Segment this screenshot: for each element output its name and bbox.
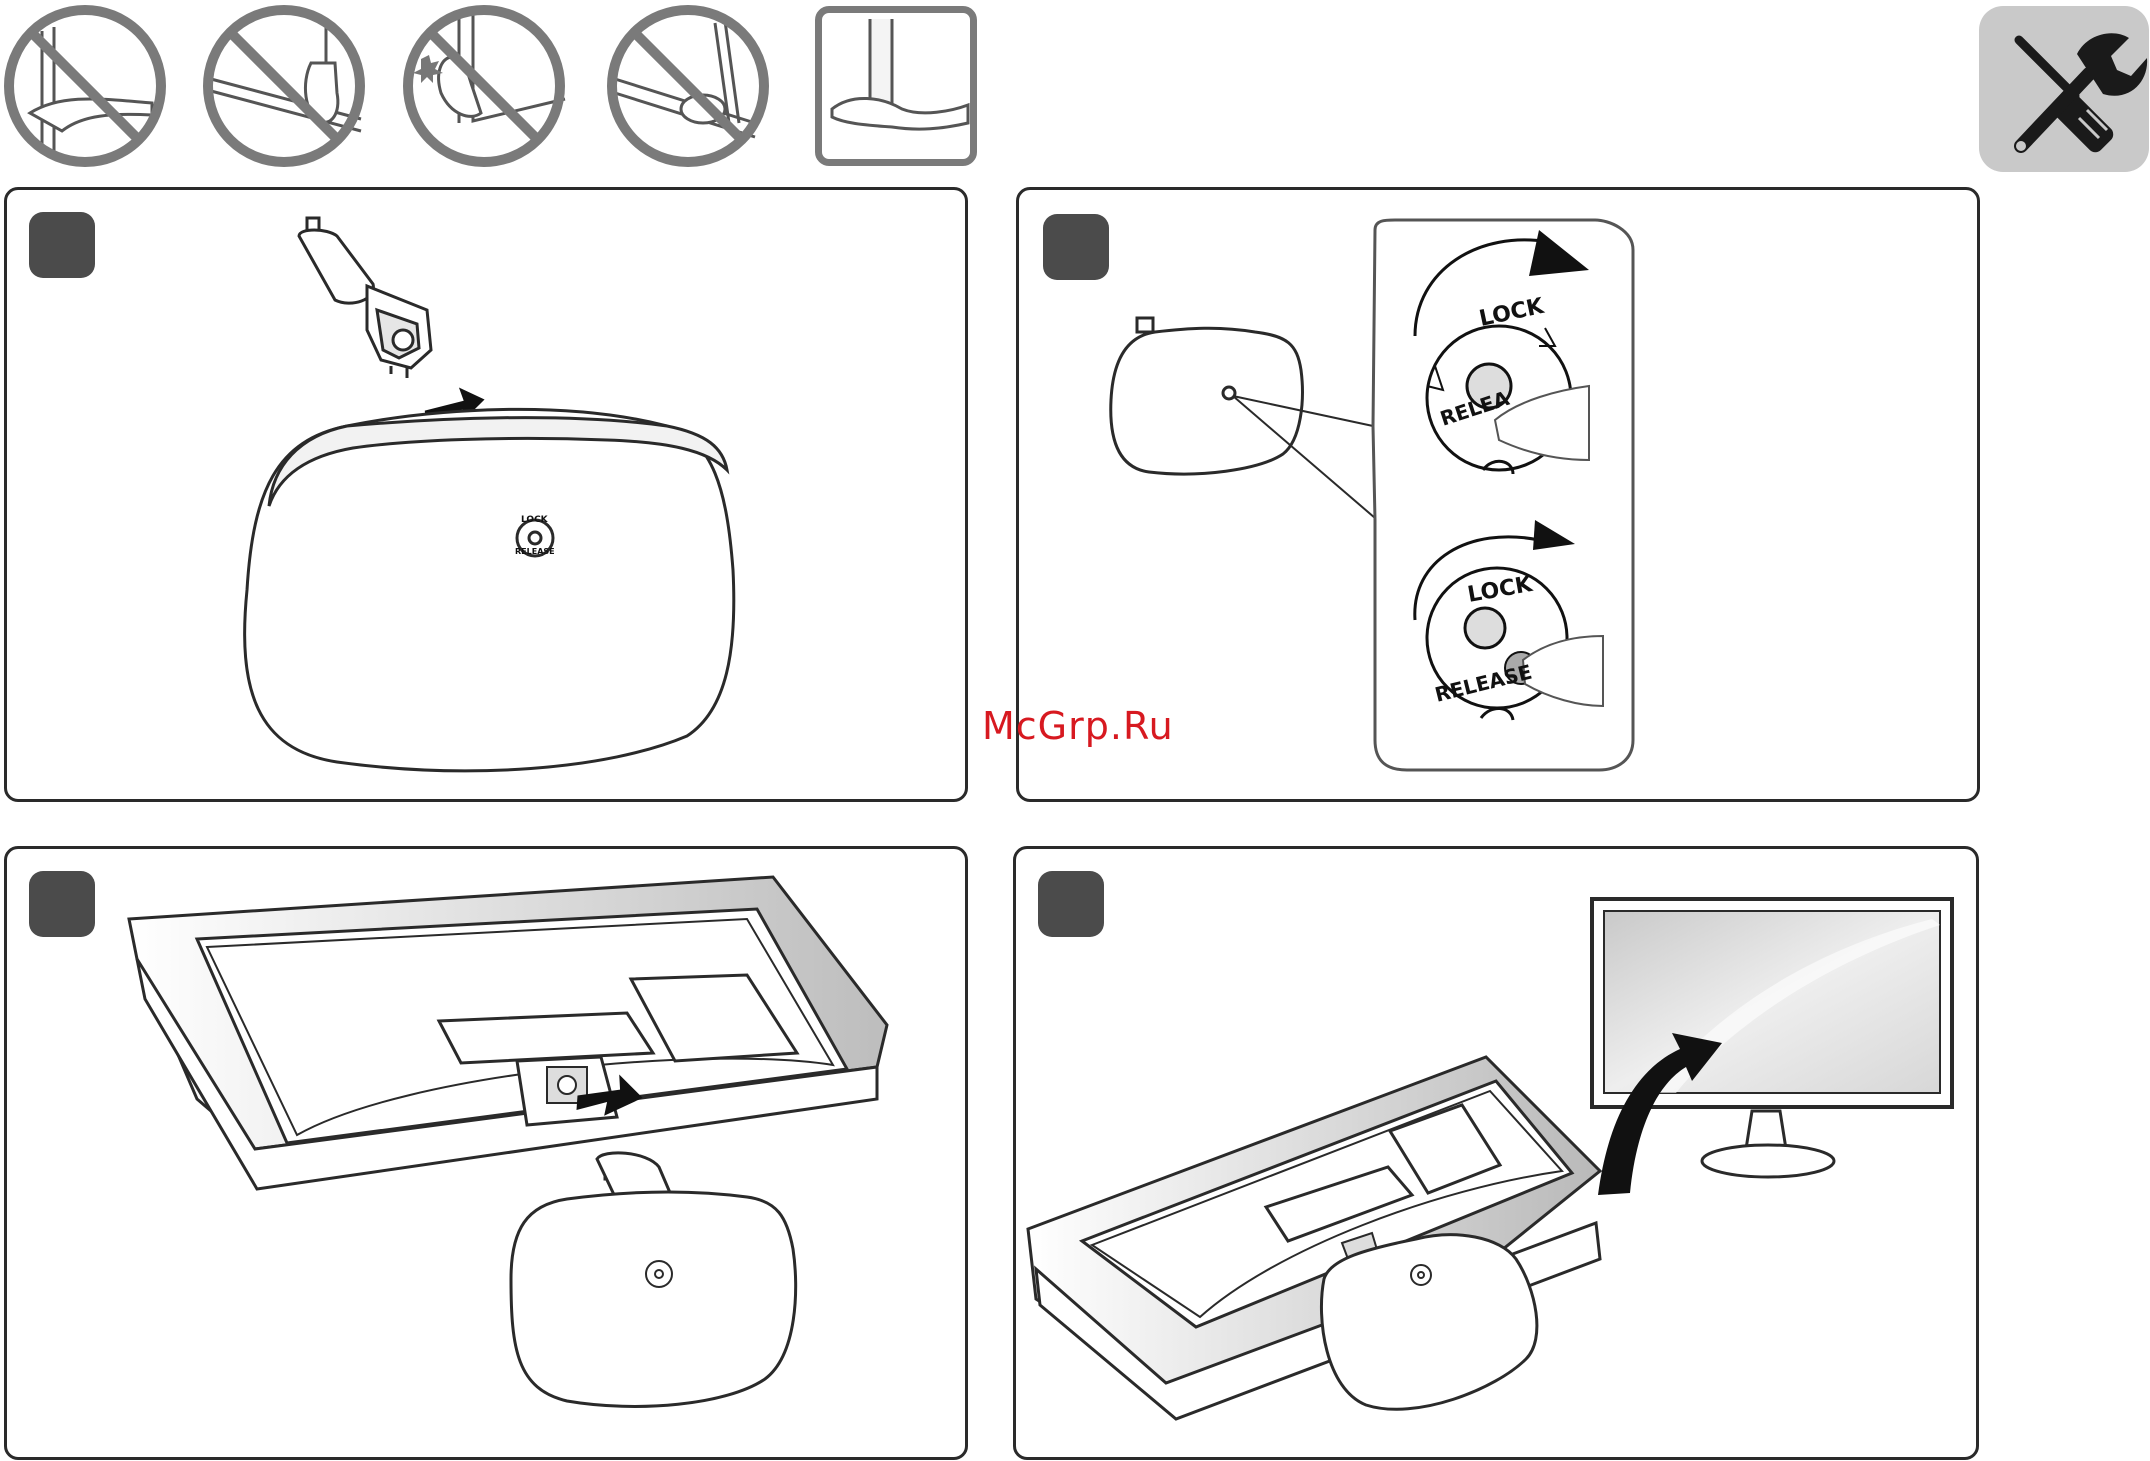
base-lock-label: LOCK: [521, 515, 549, 525]
watermark: McGrp.Ru: [982, 704, 1174, 748]
prohibition-circle-icon: [605, 3, 771, 169]
attach-base-to-monitor-illustration: [7, 849, 967, 1459]
step-panel-1: LOCK RELEASE: [4, 187, 968, 802]
stand-monitor-upright-illustration: [1016, 849, 1978, 1459]
prohibition-circle-icon: [2, 3, 168, 169]
prohibition-circle-icon: [401, 3, 567, 169]
warning-no-grip-stand: [605, 3, 771, 169]
prohibition-circle-icon: [201, 3, 367, 169]
warning-no-touch-panel: [401, 3, 567, 169]
base-release-label: RELEASE: [515, 547, 555, 556]
step-panel-3: [4, 846, 968, 1460]
tools-tile: [1979, 6, 2149, 172]
warning-no-press-screen: [2, 3, 168, 169]
step-panel-4: [1013, 846, 1979, 1460]
stand-base-assembly-illustration: LOCK RELEASE: [7, 190, 967, 800]
warning-no-hold-by-edge: [201, 3, 367, 169]
screwdriver-wrench-icon: [1979, 6, 2149, 172]
allowed-handling-icon: [815, 6, 977, 166]
